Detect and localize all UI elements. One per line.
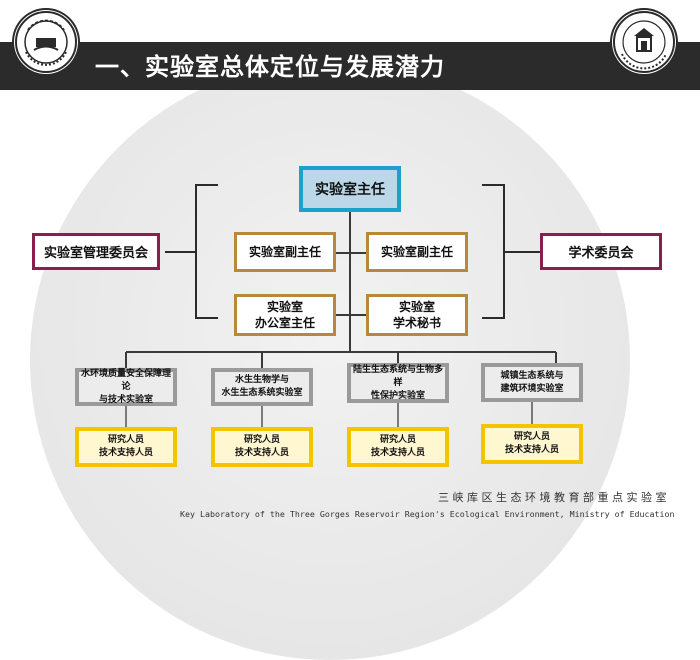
staff-box-1: 研究人员 技术支持人员 bbox=[75, 427, 177, 467]
footer-english-title: Key Laboratory of the Three Gorges Reser… bbox=[180, 509, 675, 519]
lab-box-urban-ecosystem: 城镇生态系统与 建筑环境实验室 bbox=[481, 363, 583, 402]
academic-secretary-line1: 实验室 bbox=[398, 300, 435, 314]
deputy-director-label: 实验室副主任 bbox=[248, 245, 321, 259]
staff-box-3: 研究人员 技术支持人员 bbox=[347, 427, 449, 467]
page-title: 一、实验室总体定位与发展潜力 bbox=[95, 53, 445, 81]
director-box: 实验室主任 bbox=[299, 166, 401, 212]
lab-box-water-quality: 水环境质量安全保障理论 与技术实验室 bbox=[75, 368, 177, 406]
academic-committee-label: 学术委员会 bbox=[568, 246, 634, 261]
deputy-director-label: 实验室副主任 bbox=[380, 245, 453, 259]
technical-support-label: 技术支持人员 bbox=[504, 445, 559, 455]
lab-name-line2: 建筑环境实验室 bbox=[500, 383, 564, 394]
researchers-label: 研究人员 bbox=[513, 432, 550, 442]
office-director-line2: 办公室主任 bbox=[254, 316, 315, 330]
lab-box-aquatic-biology: 水生生物学与 水生生态系统实验室 bbox=[211, 368, 313, 406]
lab-box-terrestrial-ecosystem: 陆生生态系统与生物多样 性保护实验室 bbox=[347, 363, 449, 403]
lab-name-line2: 性保护实验室 bbox=[370, 390, 425, 401]
southwest-university-logo-icon bbox=[612, 10, 676, 74]
researchers-label: 研究人员 bbox=[107, 435, 144, 445]
lab-name-line2: 与技术实验室 bbox=[98, 394, 153, 405]
title-bar bbox=[0, 42, 700, 90]
researchers-label: 研究人员 bbox=[243, 435, 280, 445]
chongqing-university-logo-icon bbox=[14, 10, 78, 74]
lab-name-line2: 水生生态系统实验室 bbox=[221, 388, 303, 398]
researchers-label: 研究人员 bbox=[379, 435, 416, 445]
management-committee-box: 实验室管理委员会 bbox=[32, 233, 160, 270]
staff-box-4: 研究人员 技术支持人员 bbox=[481, 424, 583, 464]
director-label: 实验室主任 bbox=[315, 182, 385, 198]
lab-name-line1: 水环境质量安全保障理论 bbox=[81, 368, 172, 392]
academic-secretary-line2: 学术秘书 bbox=[392, 316, 441, 330]
office-director-box: 实验室 办公室主任 bbox=[234, 294, 336, 336]
footer-chinese-title: 三峡库区生态环境教育部重点实验室 bbox=[438, 491, 670, 504]
academic-committee-box: 学术委员会 bbox=[540, 233, 662, 270]
staff-box-2: 研究人员 技术支持人员 bbox=[211, 427, 313, 467]
deputy-director-box-right: 实验室副主任 bbox=[366, 232, 468, 272]
office-director-line1: 实验室 bbox=[266, 300, 303, 314]
lab-name-line1: 城镇生态系统与 bbox=[500, 370, 564, 381]
lab-name-line1: 水生生物学与 bbox=[234, 375, 289, 385]
org-chart-connectors bbox=[125, 184, 557, 427]
academic-secretary-box: 实验室 学术秘书 bbox=[366, 294, 468, 336]
lab-name-line1: 陆生生态系统与生物多样 bbox=[353, 364, 444, 388]
technical-support-label: 技术支持人员 bbox=[370, 448, 425, 458]
technical-support-label: 技术支持人员 bbox=[98, 448, 153, 458]
technical-support-label: 技术支持人员 bbox=[234, 448, 289, 458]
management-committee-label: 实验室管理委员会 bbox=[43, 246, 148, 261]
deputy-director-box-left: 实验室副主任 bbox=[234, 232, 336, 272]
